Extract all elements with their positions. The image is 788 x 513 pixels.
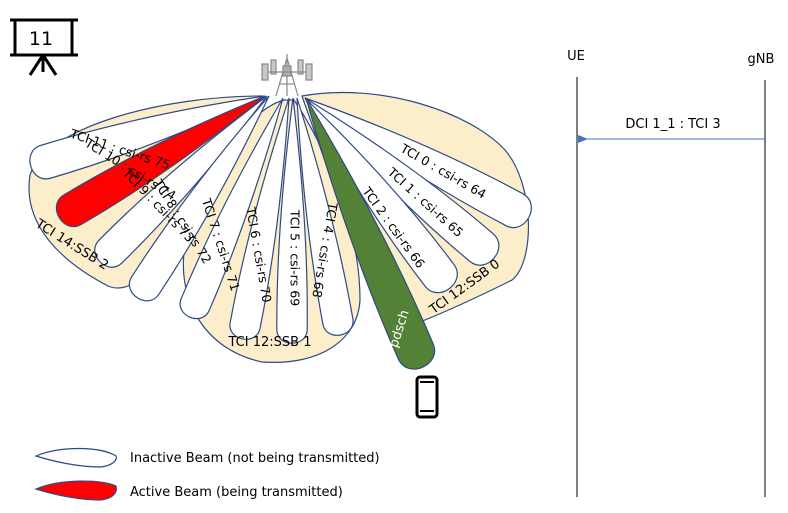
legend-active-label: Active Beam (being transmitted) (130, 485, 343, 500)
gnb-label: gNB (748, 52, 775, 67)
sequence-diagram: UE gNB DCI 1_1 : TCI 3 (567, 49, 774, 497)
legend: Inactive Beam (not being transmitted) Ac… (34, 447, 380, 501)
dci-message-label: DCI 1_1 : TCI 3 (625, 117, 720, 132)
beam-tci10 (55, 95, 266, 228)
beam-tci11 (29, 95, 266, 180)
beam-tci5 (276, 97, 308, 344)
ssb-1-label: TCI 12:SSB 1 (228, 335, 312, 350)
beam-label-tci5: TCI 5 : csi-rs 69 (288, 209, 303, 306)
beam-tci8 (128, 95, 270, 302)
beam-tci4 (296, 97, 354, 336)
ue-label: UE (567, 49, 585, 64)
legend-inactive-label: Inactive Beam (not being transmitted) (130, 451, 380, 466)
cell-tower-icon (261, 54, 313, 97)
pdsch-beam (305, 97, 436, 370)
legend-inactive-swatch (34, 447, 117, 468)
slide-number: 11 (29, 28, 53, 50)
mobile-phone-icon (415, 375, 439, 419)
beam-tci7 (179, 97, 284, 320)
presentation-board-icon (10, 18, 78, 76)
beam-tci6 (229, 97, 290, 340)
legend-active-swatch (34, 480, 117, 501)
